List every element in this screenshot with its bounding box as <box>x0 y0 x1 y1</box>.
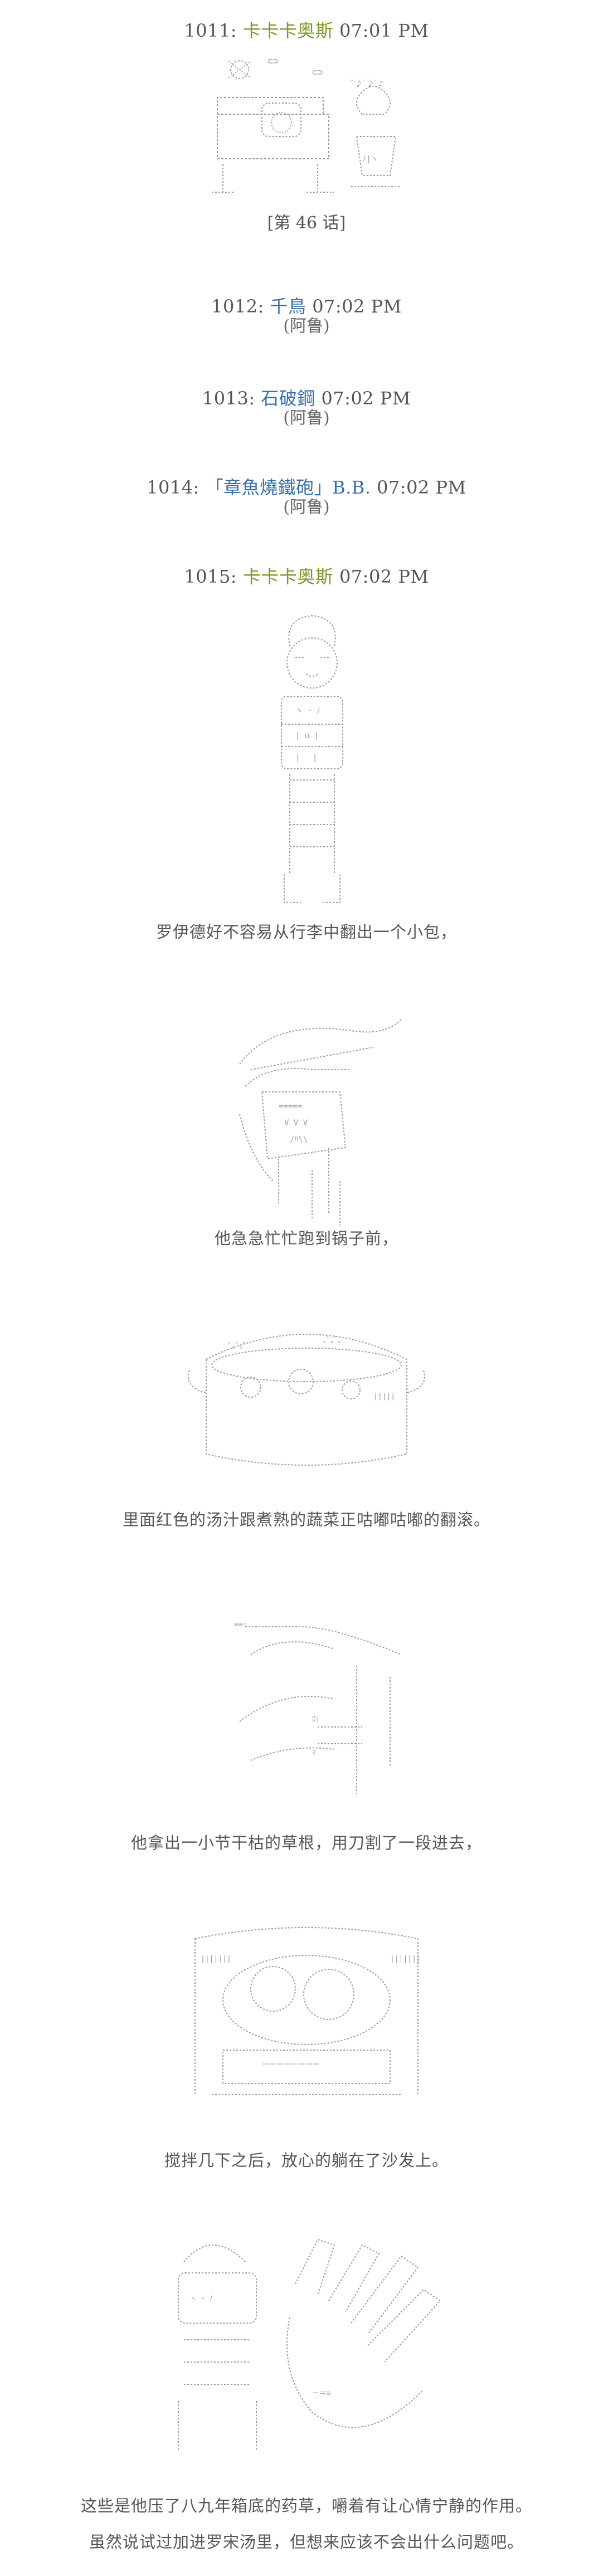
svg-text:ﾏ: ﾏ <box>312 1749 316 1757</box>
episode-label: [第 46 话] <box>267 213 346 233</box>
post-author[interactable]: 石破鋼 <box>261 388 315 409</box>
svg-text:|||||||: ||||||| <box>390 1955 421 1963</box>
post-author[interactable]: 「章魚燒鐵砲」B.B. <box>205 477 371 498</box>
ascii-art-standing-character: ヽ ｰ ﾉ | ∪ | | | <box>256 613 368 908</box>
post-number: 1011: <box>184 20 237 41</box>
svg-text:ﾛ|: ﾛ| <box>312 1715 320 1724</box>
ascii-art-running: ===== V V V /ﾊ\\ <box>228 1014 407 1226</box>
post-number: 1014: <box>147 477 200 498</box>
post-header-1013: 1013: 石破鋼 07:02 PM <box>0 384 613 410</box>
ascii-art-kitchen: ⊂⊃ ⊂⊃ ﾟ♪ﾟ♪ﾟ♪ ﾉ|ヽ <box>212 53 412 198</box>
caption-6: 这些是他压了八九年箱底的药草，嚼着有让心情宁静的作用。 <box>80 2496 532 2515</box>
post-time: 07:02 PM <box>377 477 466 498</box>
post-sub-1013: (阿鲁) <box>283 408 330 428</box>
svg-text:ﾟ♪ﾟ♪ﾟ♪: ﾟ♪ﾟ♪ﾟ♪ <box>351 80 383 89</box>
post-time: 07:02 PM <box>339 566 429 587</box>
post-number: 1012: <box>211 296 264 317</box>
svg-text:≡≡ｰ: ≡≡ｰ <box>234 1621 246 1629</box>
svg-text:|||||: ||||| <box>373 1392 395 1401</box>
svg-text:|||||||: ||||||| <box>201 1955 231 1963</box>
post-header-1015: 1015: 卡卡卡奥斯 07:02 PM <box>0 563 613 588</box>
post-header-1011: 1011: 卡卡卡奥斯 07:01 PM <box>0 17 613 42</box>
svg-text:ﾟ｡ﾟ｡ﾟ: ﾟ｡ﾟ｡ﾟ <box>228 1342 247 1350</box>
svg-text:| |: | | <box>295 754 317 763</box>
post-number: 1015: <box>184 566 237 587</box>
svg-text:ﾉ|ヽ: ﾉ|ヽ <box>362 155 378 164</box>
svg-text:⊂⊃: ⊂⊃ <box>267 56 278 66</box>
caption-4: 他拿出一小节干枯的草根，用刀割了一段进去， <box>130 1833 482 1852</box>
svg-text:/ﾊ\\: /ﾊ\\ <box>290 1135 308 1144</box>
svg-text:=====: ===== <box>279 1102 302 1111</box>
svg-text:ヽ ｰ ﾉ: ヽ ｰ ﾉ <box>295 706 320 715</box>
post-sub-1014: (阿鲁) <box>283 497 330 517</box>
svg-text:｡ﾟ｡ﾟ｡: ｡ﾟ｡ﾟ｡ <box>323 1336 342 1345</box>
caption-1: 罗伊德好不容易从行李中翻出一个小包， <box>155 923 457 941</box>
post-number: 1013: <box>202 388 255 409</box>
caption-3: 里面红色的汤汁跟煮熟的蔬菜正咕嘟咕嘟的翻滚。 <box>122 1510 490 1529</box>
ascii-art-character-hand: ヽ ｰ ﾉ －＝≡ <box>162 2228 451 2462</box>
post-sub-1012: (阿鲁) <box>283 316 330 336</box>
ascii-art-sofa: ||||||| ||||||| ーーーーーーーー <box>178 1916 435 2123</box>
post-author[interactable]: 卡卡卡奥斯 <box>242 566 334 587</box>
post-header-1014: 1014: 「章魚燒鐵砲」B.B. 07:02 PM <box>0 474 613 499</box>
svg-text:ーーーーーーーー: ーーーーーーーー <box>262 2061 320 2069</box>
svg-text:⊂⊃: ⊂⊃ <box>312 67 323 77</box>
svg-text:V V V: V V V <box>284 1119 308 1128</box>
post-time: 07:02 PM <box>321 388 411 409</box>
svg-text:| ∪ |: | ∪ | <box>295 731 319 740</box>
svg-text:－＝≡: －＝≡ <box>312 2389 331 2398</box>
caption-5: 搅拌几下之后，放心的躺在了沙发上。 <box>164 2151 449 2170</box>
caption-7: 虽然说试过加进罗宋汤里，但想来应该不会出什么问题吧。 <box>89 2533 524 2551</box>
svg-text:ヽ ｰ ﾉ: ヽ ｰ ﾉ <box>189 2295 213 2303</box>
post-time: 07:01 PM <box>339 20 429 41</box>
caption-2: 他急急忙忙跑到锅子前， <box>214 1229 398 1248</box>
post-header-1012: 1012: 千鳥 07:02 PM <box>0 292 613 318</box>
ascii-art-cutting: ≡≡ｰ ﾛ| ﾏ <box>234 1610 407 1794</box>
ascii-art-pot: ﾟ｡ﾟ｡ﾟ ｡ﾟ｡ﾟ｡ ||||| <box>184 1309 429 1476</box>
post-author[interactable]: 千鳥 <box>270 296 306 317</box>
post-author[interactable]: 卡卡卡奥斯 <box>242 20 334 41</box>
post-time: 07:02 PM <box>312 296 402 317</box>
